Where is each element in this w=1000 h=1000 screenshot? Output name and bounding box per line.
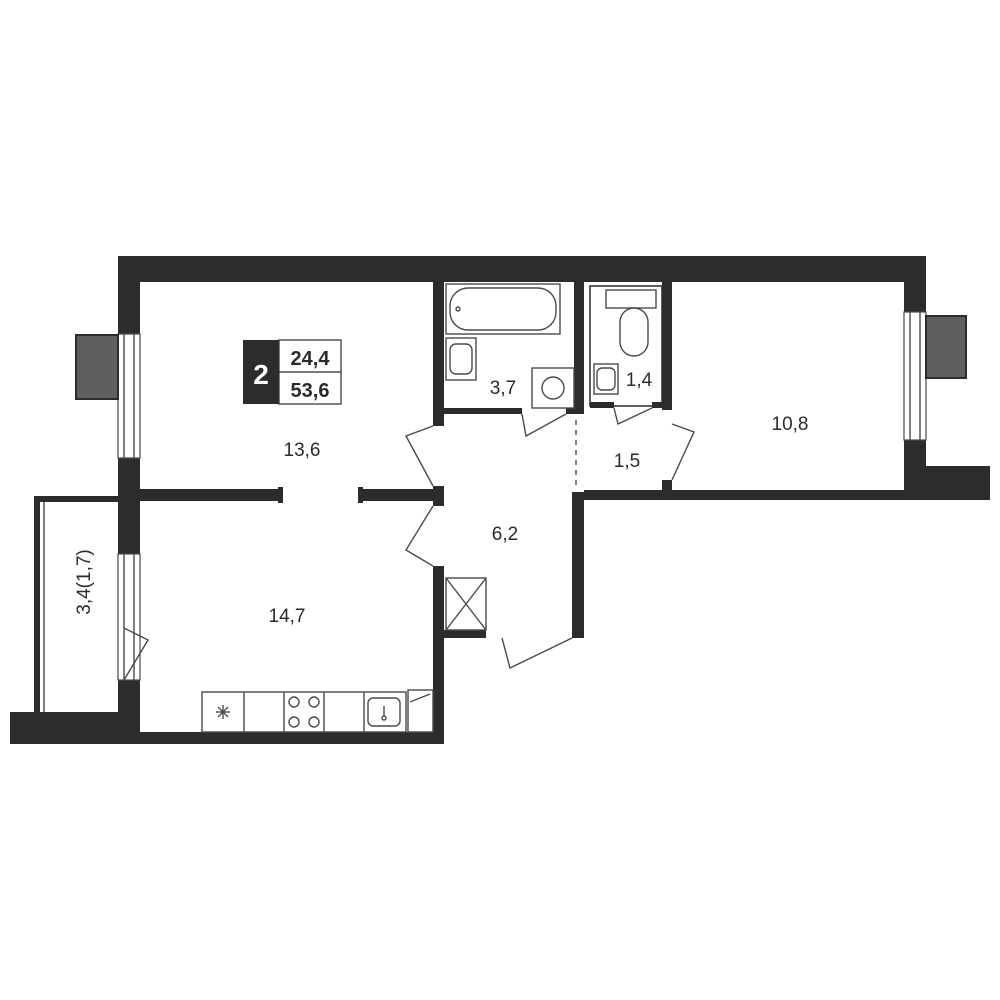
toilet-frame [589,285,663,407]
bedroom-left-wall-lower [662,480,672,500]
top-wall [118,256,926,282]
doors [278,407,695,669]
bath-bottom-wall [444,408,522,414]
outer-walls [10,256,990,744]
toilet-bottom-wall-right [652,402,662,408]
badge-rooms-count: 2 [253,359,269,390]
inner-walls [140,282,672,744]
room-label-hall: 6,2 [492,524,518,545]
living-kitchen-wall-right [362,489,434,501]
kitchen-sink-icon [367,697,401,727]
kitchen-right-wall [433,566,444,744]
bedroom-left-wall [662,282,672,410]
stove-icon [288,696,320,728]
badge-living-area: 24,4 [291,348,331,370]
door-kitchen [405,505,434,567]
kitchen-end-pillar [433,688,444,744]
room-label-living: 13,6 [284,440,321,461]
hall-closet [445,577,487,631]
toilet-sink [593,363,619,395]
window-bedroom [903,311,927,441]
washing-machine [531,367,575,409]
bath-right-wall [574,282,584,412]
window-living [117,333,141,459]
toilet-tank [605,289,657,309]
apartment-badge: 2 24,4 53,6 [243,339,342,405]
badge-rooms-bg [243,340,279,404]
room-label-balcony: 3,4(1,7) [74,549,95,614]
bath-bottom-wall-right [566,408,584,414]
bathtub [445,283,561,335]
extractor-icon [216,705,230,719]
living-hall-wall-upper [433,282,444,426]
left-wall-middle [118,458,140,554]
hall-right-wall [572,492,584,638]
room-label-bathroom: 3,7 [490,378,516,399]
room-label-kitchen: 14,7 [269,606,306,627]
bottom-wall-kitchen [118,732,444,744]
toilet-fixtures [593,289,657,395]
room-label-corridor: 1,5 [614,451,640,472]
bathroom-fixtures [445,283,575,409]
door-living [405,425,434,487]
kitchen-counter [201,691,407,733]
windows [117,311,927,681]
left-wall-upper [118,256,140,334]
room-label-bedroom: 10,8 [772,414,809,435]
fridge [407,689,434,733]
room-label-toilet: 1,4 [626,370,653,391]
living-hall-wall-stub [433,486,444,506]
door-toilet [613,407,653,425]
hall-bottom-wall [444,630,486,638]
window-kitchen [117,553,141,681]
toilet-bottom-wall [590,402,614,408]
right-wall-upper [904,256,926,312]
bedroom-bottom-wall [584,490,926,500]
door-entrance [501,637,573,669]
ventilation-block-right [925,315,967,379]
badge-total-area: 53,6 [291,380,330,402]
toilet-bowl [619,307,649,357]
living-kitchen-wall-left [140,489,282,501]
door-bedroom [671,423,695,481]
balcony-door-swing [123,627,149,681]
ventilation-block-left [75,334,119,400]
door-bathroom [521,413,567,438]
right-outer-stub [904,466,990,500]
balcony [34,496,118,712]
kitchen-fixtures [201,689,434,733]
left-outer-stub [10,712,140,744]
bath-sink [445,337,477,381]
